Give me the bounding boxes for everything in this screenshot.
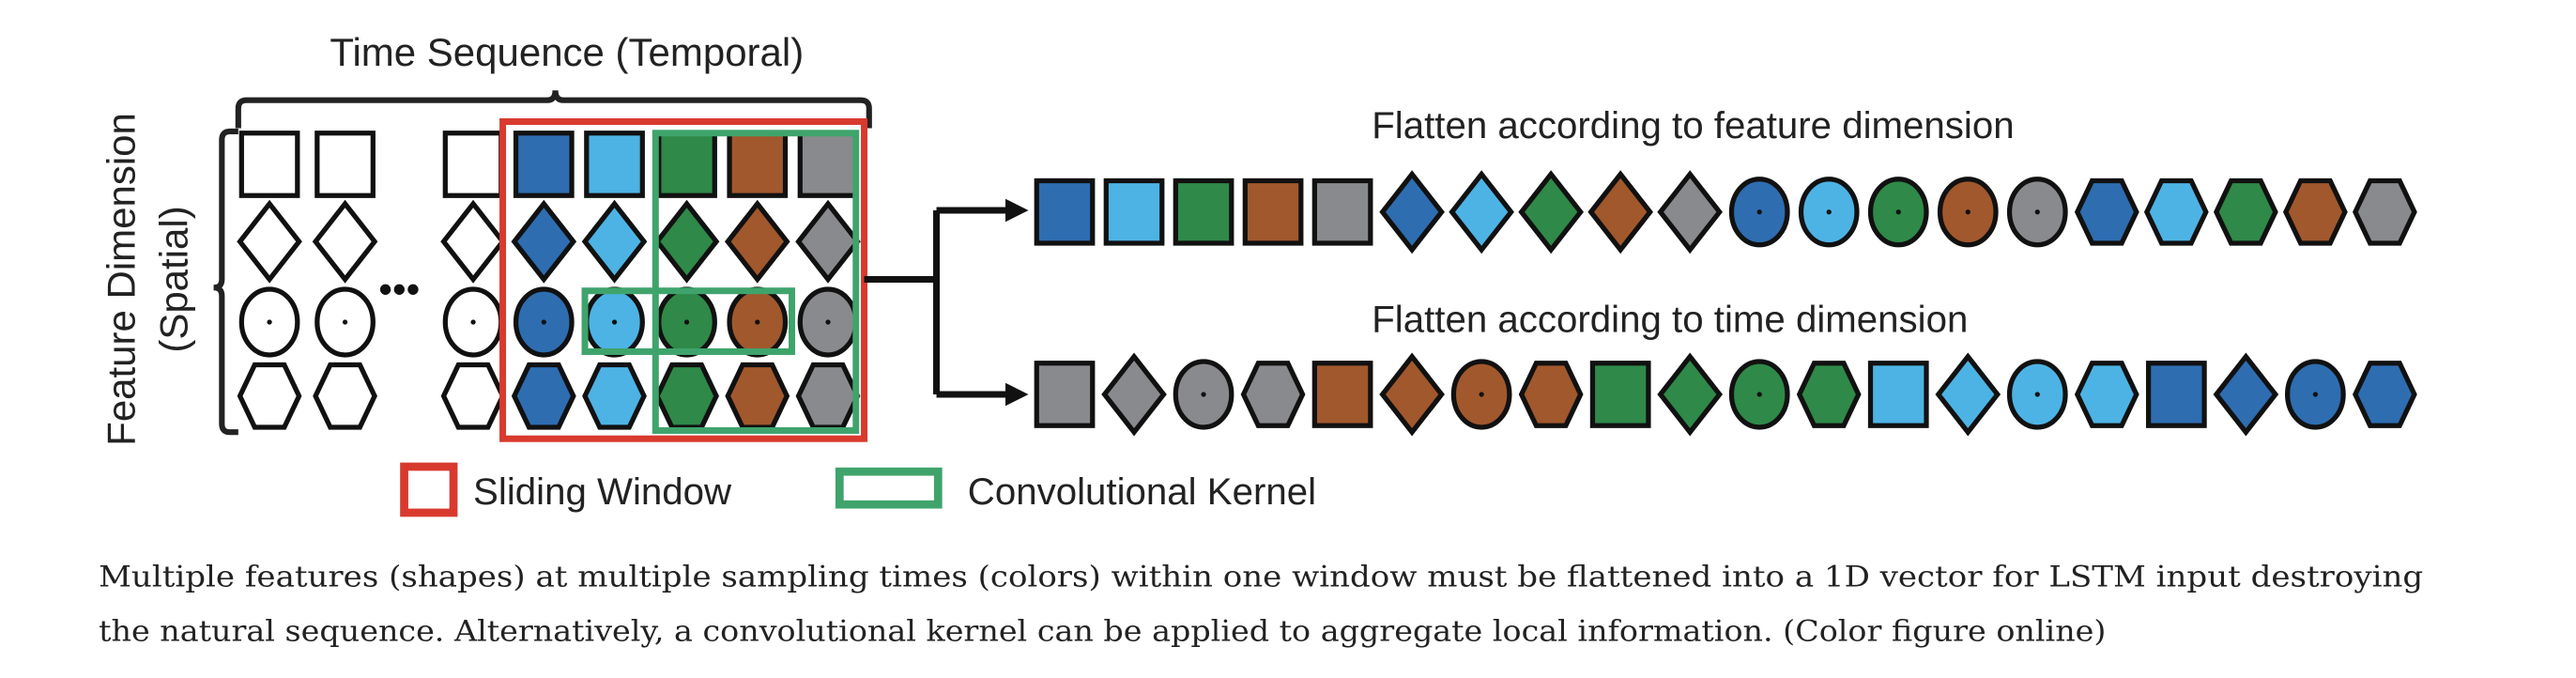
diamond-green-shape bbox=[653, 199, 720, 284]
caption-line-2: the natural sequence. Alternatively, a c… bbox=[99, 615, 2106, 648]
diamond-gray-shape bbox=[1657, 170, 1724, 254]
caption-line-1: Multiple features (shapes) at multiple s… bbox=[99, 562, 2423, 594]
circle-empty-shape bbox=[314, 286, 376, 358]
hexagon-brown-shape bbox=[725, 362, 790, 430]
diamond-lightblue-shape bbox=[1449, 170, 1514, 254]
arrowhead-feature bbox=[1005, 198, 1029, 223]
hexagon-lightblue-shape bbox=[2143, 177, 2209, 246]
square-lightblue-shape bbox=[584, 131, 645, 198]
circle-empty-shape bbox=[442, 286, 504, 358]
circle-green-shape bbox=[656, 286, 717, 358]
diamond-brown-shape bbox=[1587, 170, 1654, 254]
time-flattened-vector bbox=[1034, 352, 2417, 437]
circle-brown-shape bbox=[1450, 359, 1512, 430]
diamond-green-shape bbox=[1657, 352, 1724, 437]
square-brown-shape bbox=[1242, 177, 1304, 246]
feature-time-grid bbox=[237, 131, 861, 430]
circle-gray-shape bbox=[797, 286, 859, 358]
flatten-time-label: Flatten according to time dimension bbox=[1372, 298, 1968, 340]
hexagon-gray-shape bbox=[2352, 177, 2417, 246]
square-empty-shape bbox=[238, 131, 300, 198]
square-gray-shape bbox=[797, 131, 859, 198]
kernel-box-horizontal bbox=[581, 287, 796, 355]
circle-blue-shape bbox=[1728, 177, 1790, 248]
hexagon-blue-shape bbox=[2074, 177, 2139, 246]
square-gray-shape bbox=[1311, 177, 1373, 246]
feature-flattened-vector bbox=[1034, 170, 2417, 254]
hexagon-blue-shape bbox=[2352, 361, 2417, 428]
square-green-shape bbox=[1589, 361, 1651, 428]
circle-green-shape bbox=[1867, 177, 1929, 248]
circle-blue-shape bbox=[513, 286, 575, 358]
diamond-empty-shape bbox=[237, 199, 302, 284]
circle-gray-shape bbox=[2006, 177, 2068, 248]
circle-lightblue-shape bbox=[1798, 177, 1860, 248]
diamond-brown-shape bbox=[724, 199, 790, 284]
hexagon-blue-shape bbox=[511, 362, 576, 430]
square-gray-shape bbox=[1034, 361, 1096, 428]
ellipsis: ••• bbox=[378, 267, 420, 311]
diamond-blue-shape bbox=[1379, 170, 1445, 254]
square-green-shape bbox=[1173, 177, 1234, 246]
feature-dimension-label: Feature Dimension bbox=[100, 113, 144, 446]
square-brown-shape bbox=[1311, 361, 1373, 428]
square-brown-shape bbox=[727, 131, 789, 198]
flatten-feature-label: Flatten according to feature dimension bbox=[1372, 104, 2014, 146]
circle-lightblue-shape bbox=[2006, 359, 2068, 430]
hexagon-green-shape bbox=[2213, 177, 2278, 246]
square-blue-shape bbox=[2145, 361, 2207, 428]
diamond-gray-shape bbox=[1101, 352, 1167, 437]
hexagon-brown-shape bbox=[2282, 177, 2348, 246]
circle-gray-shape bbox=[1173, 359, 1234, 430]
diamond-empty-shape bbox=[312, 199, 378, 284]
diamond-brown-shape bbox=[1379, 352, 1445, 437]
flatten-arrows bbox=[864, 207, 1011, 398]
hexagon-green-shape bbox=[1796, 361, 1862, 428]
square-blue-shape bbox=[1034, 177, 1096, 246]
diamond-empty-shape bbox=[440, 199, 506, 284]
hexagon-green-shape bbox=[654, 362, 719, 430]
hexagon-empty-shape bbox=[313, 362, 377, 430]
circle-blue-shape bbox=[2285, 359, 2346, 430]
hexagon-gray-shape bbox=[1240, 361, 1306, 428]
hexagon-brown-shape bbox=[1518, 361, 1584, 428]
hexagon-empty-shape bbox=[440, 362, 506, 430]
hexagon-gray-shape bbox=[795, 362, 861, 430]
time-sequence-label: Time Sequence (Temporal) bbox=[330, 30, 804, 74]
legend-sliding-window-label: Sliding Window bbox=[473, 470, 732, 513]
spatial-label: (Spatial) bbox=[152, 206, 196, 352]
hexagon-lightblue-shape bbox=[2074, 361, 2139, 428]
circle-brown-shape bbox=[727, 286, 789, 358]
diamond-gray-shape bbox=[795, 199, 861, 284]
legend-kernel-swatch bbox=[835, 467, 943, 509]
circle-empty-shape bbox=[238, 286, 300, 358]
hexagon-empty-shape bbox=[237, 362, 302, 430]
square-green-shape bbox=[656, 131, 717, 198]
diamond-lightblue-shape bbox=[1935, 352, 2001, 437]
feature-brace bbox=[213, 128, 238, 436]
square-empty-shape bbox=[442, 131, 504, 198]
arrowhead-time bbox=[1005, 382, 1029, 407]
time-brace bbox=[235, 90, 872, 129]
circle-brown-shape bbox=[1937, 177, 1999, 248]
diamond-blue-shape bbox=[511, 199, 577, 284]
hexagon-lightblue-shape bbox=[582, 362, 647, 430]
square-lightblue-shape bbox=[1103, 177, 1165, 246]
circle-green-shape bbox=[1728, 359, 1790, 430]
square-blue-shape bbox=[513, 131, 575, 198]
diamond-blue-shape bbox=[2213, 352, 2279, 437]
kernel-box-vertical bbox=[652, 130, 860, 434]
diamond-lightblue-shape bbox=[581, 199, 648, 284]
legend-kernel-label: Convolutional Kernel bbox=[968, 470, 1316, 513]
square-lightblue-shape bbox=[1867, 361, 1929, 428]
diamond-green-shape bbox=[1518, 170, 1584, 254]
circle-lightblue-shape bbox=[584, 286, 645, 358]
square-empty-shape bbox=[314, 131, 376, 198]
legend-sliding-window-swatch bbox=[400, 462, 458, 517]
